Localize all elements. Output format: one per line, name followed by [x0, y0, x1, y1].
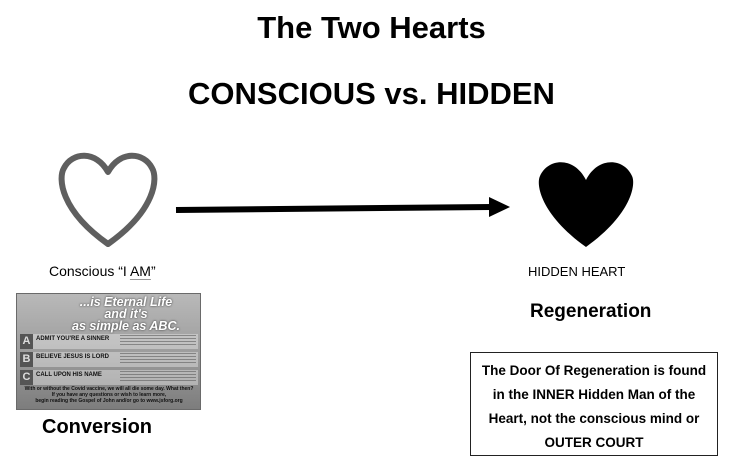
filled-heart-icon	[538, 162, 634, 247]
regeneration-note-box: The Door Of Regeneration is found in the…	[470, 352, 718, 456]
arrow-line	[175, 204, 493, 213]
tract-footer: With or without the Covid vaccine, we wi…	[24, 386, 194, 404]
tract-headline: ...is Eternal Life and it's as simple as…	[72, 295, 180, 333]
tract-step-row: C CALL UPON HIS NAME	[20, 370, 198, 385]
diagram-title: The Two Hearts	[257, 10, 486, 45]
conversion-caption: Conversion	[42, 416, 153, 438]
tract-step-row: A ADMIT YOU'RE A SINNER	[20, 334, 198, 349]
conscious-label: Conscious “I AM”	[49, 263, 156, 279]
diagram-subtitle: CONSCIOUS vs. HIDDEN	[188, 76, 555, 111]
hidden-heart-label: HIDDEN HEART	[528, 264, 626, 279]
arrow-head-icon	[489, 197, 510, 217]
tract-step-row: B BELIEVE JESUS IS LORD	[20, 352, 198, 367]
regeneration-caption: Regeneration	[530, 301, 652, 322]
gospel-tract-image: ...is Eternal Life and it's as simple as…	[16, 293, 201, 410]
outline-heart-icon	[58, 152, 158, 247]
